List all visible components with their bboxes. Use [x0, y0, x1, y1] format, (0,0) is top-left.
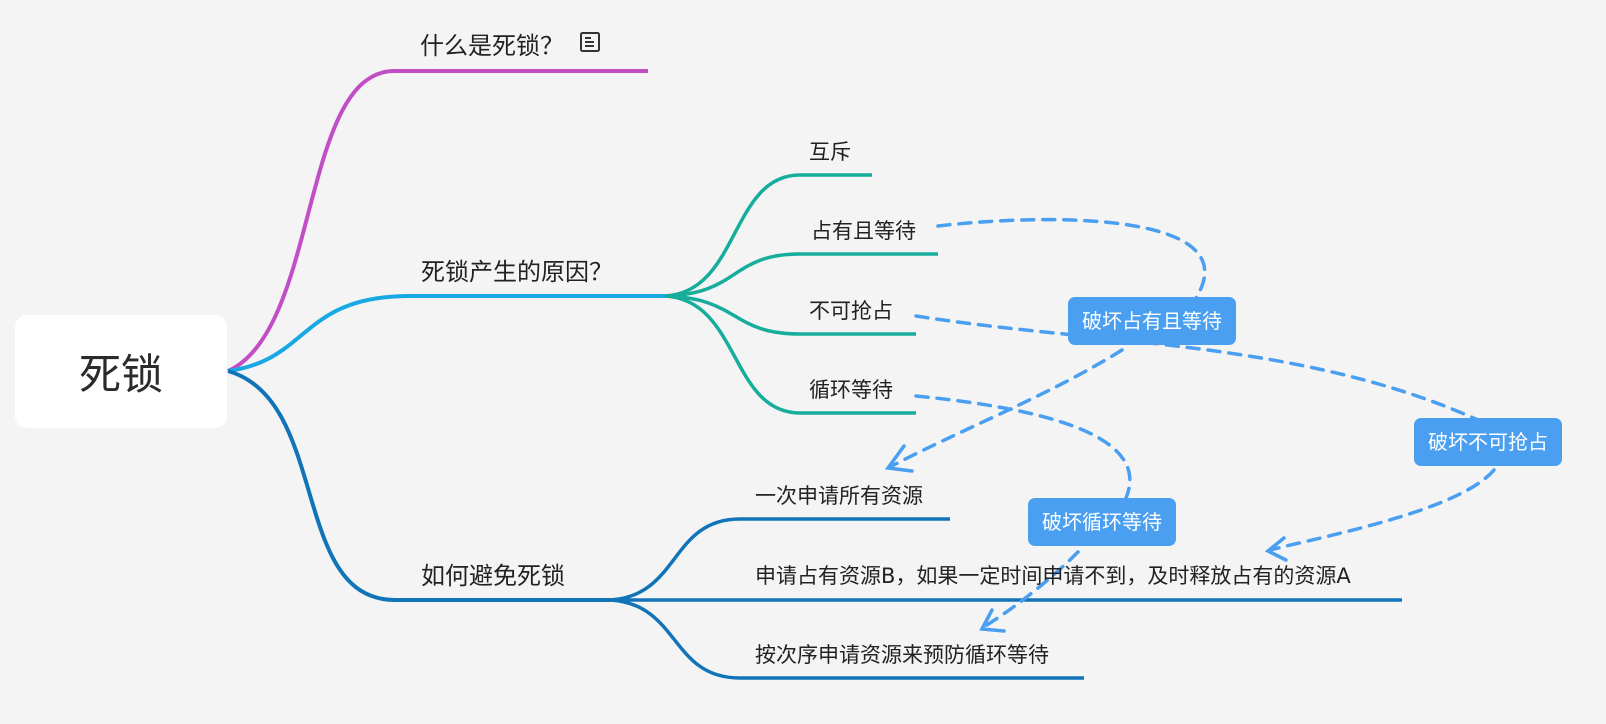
branch-no-preempt: [664, 294, 916, 336]
relation-break-no-preempt-to-release: [1268, 468, 1496, 552]
subtopic-mutex[interactable]: 互斥: [809, 140, 851, 164]
relation-circular-wait: [914, 394, 1132, 500]
callout-break-no-preemption[interactable]: 破坏不可抢占: [1414, 418, 1562, 466]
topic-avoid[interactable]: 如何避免死锁: [421, 562, 565, 590]
branch-what: [227, 68, 648, 373]
subtopic-hold-and-wait[interactable]: 占有且等待: [811, 219, 916, 243]
callout-break-circular-wait[interactable]: 破坏循环等待: [1028, 498, 1176, 546]
arrowhead-release: [1264, 536, 1288, 562]
subtopic-circular-wait[interactable]: 循环等待: [809, 378, 893, 402]
relation-hold-wait: [936, 217, 1207, 300]
subtopic-ordered-requests[interactable]: 按次序申请资源来预防循环等待: [755, 643, 1049, 667]
branch-mutex: [664, 173, 872, 298]
root-topic[interactable]: 死锁: [15, 315, 227, 428]
branch-hold-wait: [664, 252, 938, 298]
note-icon[interactable]: [578, 30, 602, 61]
branch-avoid: [227, 369, 610, 602]
relation-break-circular-to-ordered: [980, 550, 1080, 630]
branch-circular-wait: [664, 294, 916, 415]
subtopic-no-preemption[interactable]: 不可抢占: [809, 299, 893, 323]
branch-request-all: [609, 517, 950, 602]
branch-ordered: [609, 598, 1084, 680]
topic-causes[interactable]: 死锁产生的原因？: [421, 258, 613, 286]
arrowhead-request-all: [884, 444, 914, 473]
subtopic-timeout-release[interactable]: 申请占有资源B，如果一定时间申请不到，及时释放占有的资源A: [755, 564, 1351, 588]
callout-break-hold-and-wait[interactable]: 破坏占有且等待: [1068, 297, 1236, 345]
topic-what[interactable]: 什么是死锁？: [420, 31, 602, 61]
arrowhead-ordered: [979, 608, 1006, 633]
relation-no-preempt: [914, 314, 1480, 422]
branch-causes: [227, 294, 665, 373]
relation-break-hold-wait-to-request-all: [888, 348, 1124, 469]
subtopic-request-all-resources[interactable]: 一次申请所有资源: [755, 484, 923, 508]
topic-what-label: 什么是死锁？: [420, 32, 564, 60]
